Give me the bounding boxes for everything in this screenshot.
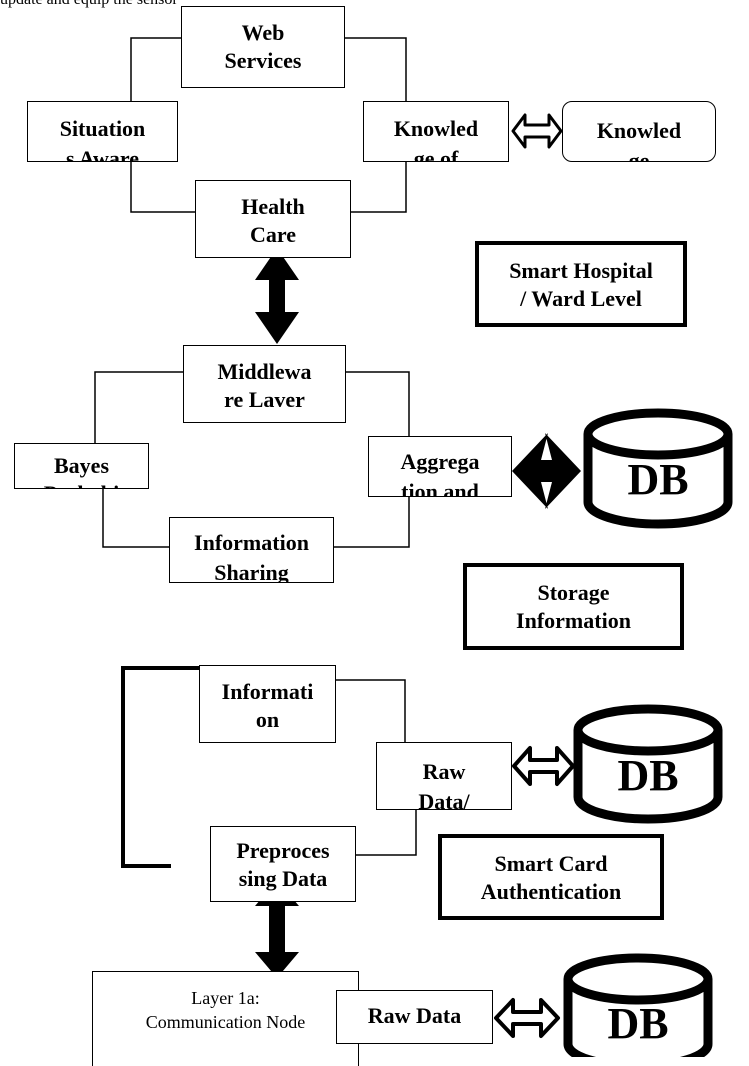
- double-arrow-vertical-icon: [255, 248, 299, 344]
- level-label-smart-card: Smart Card Authentication: [438, 834, 664, 920]
- connector-situation-health: [130, 162, 195, 213]
- connector-bayes-sharing: [102, 489, 169, 548]
- db-label: DB: [627, 455, 688, 504]
- node-knowledge-base[interactable]: Knowled ge: [562, 101, 716, 162]
- node-communication-layer[interactable]: Layer 1a: Communication Node: [92, 971, 359, 1066]
- node-preprocessing-data[interactable]: Preproces sing Data: [210, 826, 356, 902]
- level-label-smart-hospital: Smart Hospital / Ward Level: [475, 241, 687, 327]
- double-arrow-bold-icon: [512, 433, 581, 509]
- double-arrow-icon: [512, 746, 575, 786]
- storage-connectors: [94, 371, 410, 548]
- db-label: DB: [607, 999, 668, 1048]
- node-aggregation[interactable]: Aggrega tion and: [368, 436, 512, 497]
- node-knowledge-of[interactable]: Knowled ge of: [363, 101, 509, 162]
- node-information-sharing[interactable]: Information Sharing: [169, 517, 334, 583]
- connector-information-preprocessing: [121, 666, 199, 868]
- node-situation-aware[interactable]: Situation s Aware: [27, 101, 178, 162]
- connector-web-knowledge: [345, 37, 407, 101]
- node-bayes-probability[interactable]: Bayes Probabi: [14, 443, 149, 489]
- ward-connectors: [130, 37, 407, 213]
- level-label-storage: Storage Information: [463, 563, 684, 650]
- connector-web-situation: [130, 37, 181, 101]
- node-web-services[interactable]: Web Services: [181, 6, 345, 88]
- card-connectors: [121, 666, 417, 868]
- database-icon: [563, 953, 713, 1057]
- double-arrow-vertical-icon: [255, 880, 299, 978]
- connector-rawdata-preprocessing: [356, 810, 417, 856]
- node-raw-data-slash[interactable]: Raw Data/: [376, 742, 512, 810]
- node-information[interactable]: Informati on: [199, 665, 336, 743]
- connector-information-rawdata: [336, 679, 406, 742]
- database-icon: [583, 408, 733, 529]
- connector-aggregation-sharing: [334, 497, 410, 548]
- connector-middleware-aggregation: [346, 371, 410, 436]
- node-middleware-layer[interactable]: Middlewa re Laver: [183, 345, 346, 423]
- node-raw-data[interactable]: Raw Data: [336, 990, 493, 1044]
- double-arrow-icon: [494, 998, 560, 1038]
- db-label: DB: [617, 751, 678, 800]
- connector-middleware-bayes: [94, 371, 183, 443]
- database-icon: [573, 704, 723, 824]
- double-arrow-icon: [511, 113, 563, 149]
- header-cut-text: update and equip the sensor: [0, 0, 178, 9]
- node-health-care[interactable]: Health Care: [195, 180, 351, 258]
- connector-knowledge-health: [351, 162, 407, 213]
